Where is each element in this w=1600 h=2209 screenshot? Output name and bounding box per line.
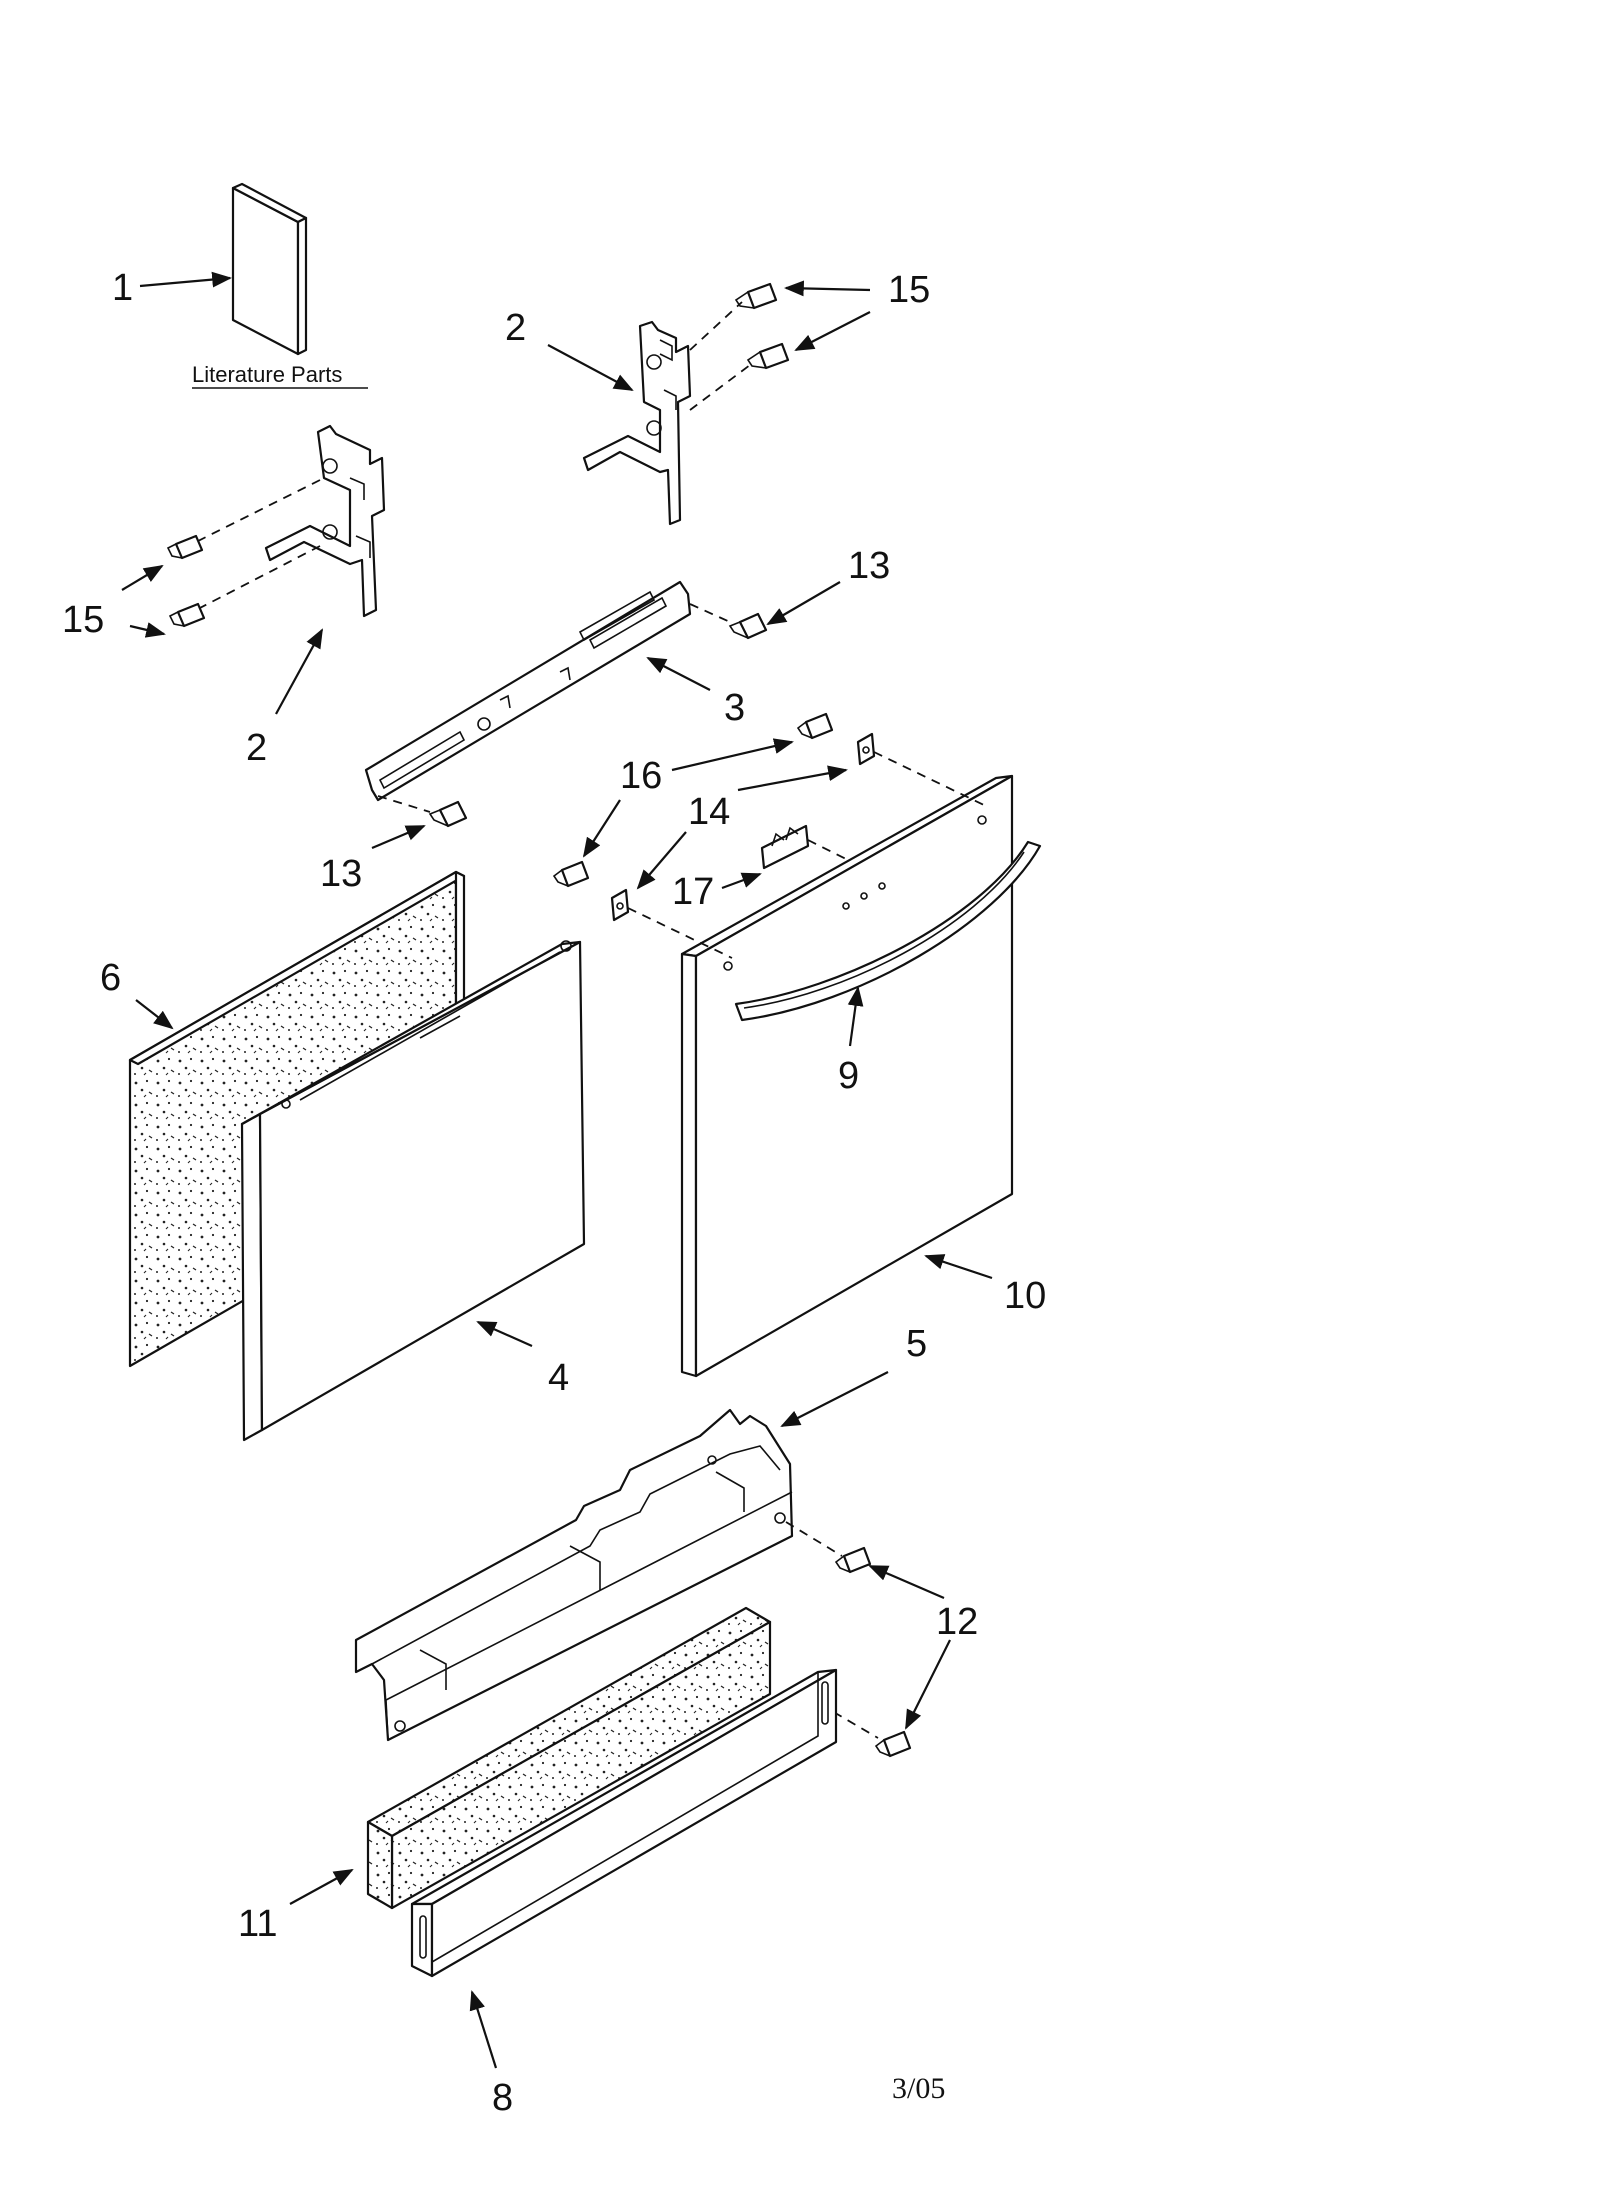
leader-line-2a <box>547 344 634 391</box>
callout-3: 3 <box>724 687 745 729</box>
screw-15-upper-b <box>746 342 790 370</box>
inner-door-panel-part <box>240 940 586 1442</box>
screw-12-lower <box>874 1730 912 1758</box>
hinge-bracket-left-part <box>264 424 386 618</box>
callout-13b: 13 <box>320 853 362 895</box>
toe-panel-part <box>410 1668 838 1978</box>
leader-line-2b <box>275 628 323 715</box>
outer-door-panel-part <box>680 774 1014 1378</box>
callout-14: 14 <box>688 791 730 833</box>
literature-booklet-part <box>231 182 308 356</box>
callout-10: 10 <box>1004 1275 1046 1317</box>
leader-line-16-1 <box>671 738 794 772</box>
callout-17: 17 <box>672 871 714 913</box>
leader-line-15a-1 <box>784 280 871 297</box>
screw-15-upper-a <box>734 282 778 310</box>
date-code: 3/05 <box>892 2072 945 2105</box>
leader-line-15b-2 <box>129 622 166 638</box>
leader-line-13a <box>766 581 841 625</box>
clip-17-part <box>760 824 810 870</box>
door-handle-part <box>734 840 1042 1022</box>
screw-13-right <box>728 612 768 640</box>
callout-9: 9 <box>838 1055 859 1097</box>
callout-1: 1 <box>112 267 133 309</box>
leader-line-13b <box>371 824 426 850</box>
mounting-rail-part <box>364 580 692 802</box>
callout-4: 4 <box>548 1357 569 1399</box>
washer-14-upper <box>856 732 876 766</box>
callout-12: 12 <box>936 1601 978 1643</box>
screw-16-upper <box>796 712 834 740</box>
callout-5: 5 <box>906 1323 927 1365</box>
leader-line-16-2 <box>582 799 621 858</box>
leader-line-12-1 <box>868 1564 945 1600</box>
callout-11: 11 <box>238 1903 277 1945</box>
leader-line-14-2 <box>636 831 687 890</box>
leader-line-11 <box>289 1869 354 1905</box>
leader-line-12-2 <box>905 1639 951 1730</box>
screw-15-left-b <box>168 602 206 628</box>
leader-line-1 <box>139 271 232 288</box>
callout-8: 8 <box>492 2077 513 2119</box>
callout-13a: 13 <box>848 545 890 587</box>
leader-line-5 <box>780 1371 889 1427</box>
callout-2a: 2 <box>505 307 526 349</box>
toe-panel-bracket-part <box>354 1408 794 1742</box>
callout-16: 16 <box>620 755 662 797</box>
screw-12-upper <box>834 1546 872 1574</box>
leader-line-15a-2 <box>794 311 871 351</box>
leader-line-15b-1 <box>121 564 164 591</box>
washer-14-lower <box>610 888 630 922</box>
callout-2b: 2 <box>246 727 267 769</box>
hinge-bracket-upper-part <box>582 320 692 526</box>
screw-15-left-a <box>166 534 204 560</box>
leader-line-10 <box>924 1254 993 1280</box>
leader-line-14-1 <box>737 765 848 792</box>
callout-6: 6 <box>100 957 121 999</box>
toe-insulation-block-part <box>366 1606 772 1910</box>
callout-15a: 15 <box>888 269 930 311</box>
literature-caption: Literature Parts <box>192 362 342 387</box>
leader-line-17 <box>721 872 762 890</box>
leader-line-9 <box>847 986 864 1047</box>
screw-13-left <box>428 800 468 828</box>
leader-line-4 <box>476 1320 533 1348</box>
leader-line-6 <box>135 999 174 1030</box>
leader-line-8 <box>469 1990 498 2069</box>
callout-15b: 15 <box>62 599 104 641</box>
leader-line-3 <box>646 657 711 691</box>
screw-16-lower <box>552 860 590 888</box>
